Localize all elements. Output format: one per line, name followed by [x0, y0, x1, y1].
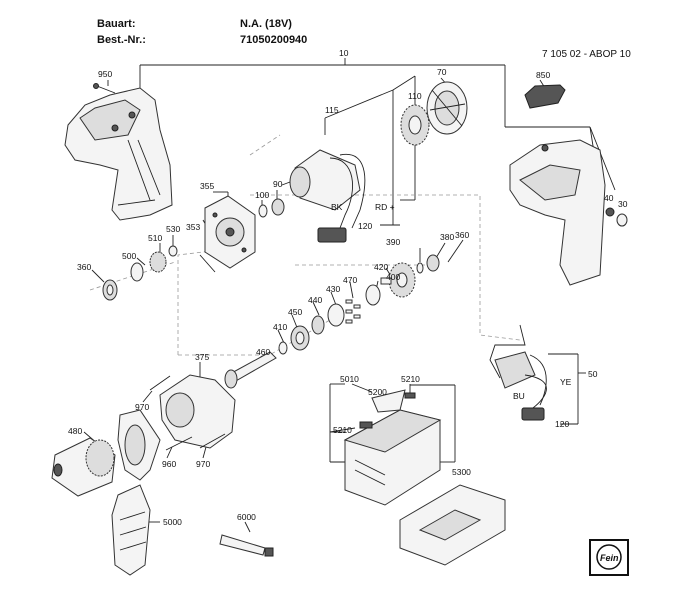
label-part-420: 420 — [374, 262, 388, 272]
wire-labels: BK RD + YE BU — [331, 202, 572, 401]
label-part-70: 70 — [437, 67, 447, 77]
part-5010-case — [343, 389, 442, 506]
part-410-washer — [278, 341, 288, 355]
bestnr-value: 71050200940 — [240, 34, 308, 46]
label-part-440: 440 — [308, 295, 322, 305]
part-360-bearing-left — [102, 279, 118, 301]
part-number-labels: 10 950 850 70 110 115 40 30 355 353 100 … — [68, 48, 628, 527]
part-460-spindle — [224, 351, 277, 389]
part-390-gear — [388, 262, 416, 298]
label-part-115: 115 — [325, 105, 339, 115]
part-470-rollers — [345, 299, 361, 324]
part-950-screw — [93, 83, 116, 94]
part-30-cap — [616, 213, 628, 227]
label-part-360-right: 360 — [455, 230, 469, 240]
label-part-5210-top: 5210 — [401, 374, 420, 384]
part-5000-side-handle — [111, 409, 161, 576]
svg-text:Fein: Fein — [600, 553, 619, 563]
document-reference: 7 105 02 - ABOP 10 — [542, 49, 631, 60]
wire-ye-label: YE — [560, 377, 572, 387]
label-part-5300: 5300 — [452, 467, 471, 477]
part-420-pin — [380, 277, 392, 285]
part-430-ring — [327, 303, 345, 327]
label-part-375: 375 — [195, 352, 209, 362]
wire-bu-label: BU — [513, 391, 525, 401]
part-530-washer — [168, 245, 178, 257]
part-6000-grease-tube — [219, 534, 274, 557]
label-part-5010: 5010 — [340, 374, 359, 384]
part-110-gear — [400, 104, 430, 146]
part-440-ring — [311, 315, 325, 335]
label-part-450: 450 — [288, 307, 302, 317]
part-40-nut — [605, 207, 615, 217]
label-part-10: 10 — [339, 48, 349, 58]
part-50-electronics — [489, 324, 547, 421]
part-375-front-housing — [159, 374, 236, 449]
label-part-100: 100 — [255, 190, 269, 200]
label-part-5210-side: 5210 — [333, 425, 352, 435]
part-380-washer — [416, 262, 424, 274]
part-500-pinion — [130, 262, 144, 282]
part-10-left-housing — [64, 87, 173, 221]
part-115-motor — [281, 149, 366, 243]
part-10-right-housing — [509, 139, 606, 286]
label-part-510: 510 — [148, 233, 162, 243]
label-part-970-lower: 970 — [196, 459, 210, 469]
label-part-50: 50 — [588, 369, 598, 379]
wire-rd-label: RD + — [375, 202, 395, 212]
bauart-label: Bauart: — [97, 18, 136, 30]
label-part-460: 460 — [256, 347, 270, 357]
label-part-360-left: 360 — [77, 262, 91, 272]
label-part-950: 950 — [98, 69, 112, 79]
label-part-90: 90 — [273, 179, 283, 189]
part-960-screw — [165, 436, 193, 451]
label-part-40: 40 — [604, 193, 614, 203]
part-510-gear — [149, 251, 167, 273]
label-part-30: 30 — [618, 199, 628, 209]
label-part-353: 353 — [186, 222, 200, 232]
part-970-screw-lower — [199, 433, 226, 449]
label-part-120-electronics: 120 — [555, 419, 569, 429]
part-70-ring — [426, 81, 468, 135]
label-part-970-upper: 970 — [135, 402, 149, 412]
wire-bk-label: BK — [331, 202, 343, 212]
label-part-400: 400 — [386, 272, 400, 282]
label-part-430: 430 — [326, 284, 340, 294]
bauart-value: N.A. (18V) — [240, 18, 292, 30]
part-360-bearing-right — [426, 254, 440, 272]
label-part-380: 380 — [440, 232, 454, 242]
label-part-110: 110 — [408, 91, 422, 101]
part-970-screw-upper — [149, 375, 171, 391]
label-part-6000: 6000 — [237, 512, 256, 522]
label-part-480: 480 — [68, 426, 82, 436]
label-part-390: 390 — [386, 237, 400, 247]
label-part-850: 850 — [536, 70, 550, 80]
part-5300-case-insert — [399, 484, 506, 566]
bestnr-label: Best.-Nr.: — [97, 34, 146, 46]
part-100-washer — [258, 204, 268, 218]
part-450-bearing — [290, 325, 310, 351]
label-part-5200: 5200 — [368, 387, 387, 397]
label-part-500: 500 — [122, 251, 136, 261]
part-480-chuck — [51, 437, 116, 497]
part-355-gear-housing — [199, 195, 256, 273]
label-part-960: 960 — [162, 459, 176, 469]
part-850-cover — [524, 84, 566, 109]
part-90-bearing — [271, 198, 285, 216]
part-400-plate — [365, 284, 381, 306]
label-part-410: 410 — [273, 322, 287, 332]
label-part-355: 355 — [200, 181, 214, 191]
label-part-530: 530 — [166, 224, 180, 234]
label-part-120-motor: 120 — [358, 221, 372, 231]
label-part-470: 470 — [343, 275, 357, 285]
label-part-5000: 5000 — [163, 517, 182, 527]
fein-logo: Fein — [589, 539, 629, 576]
